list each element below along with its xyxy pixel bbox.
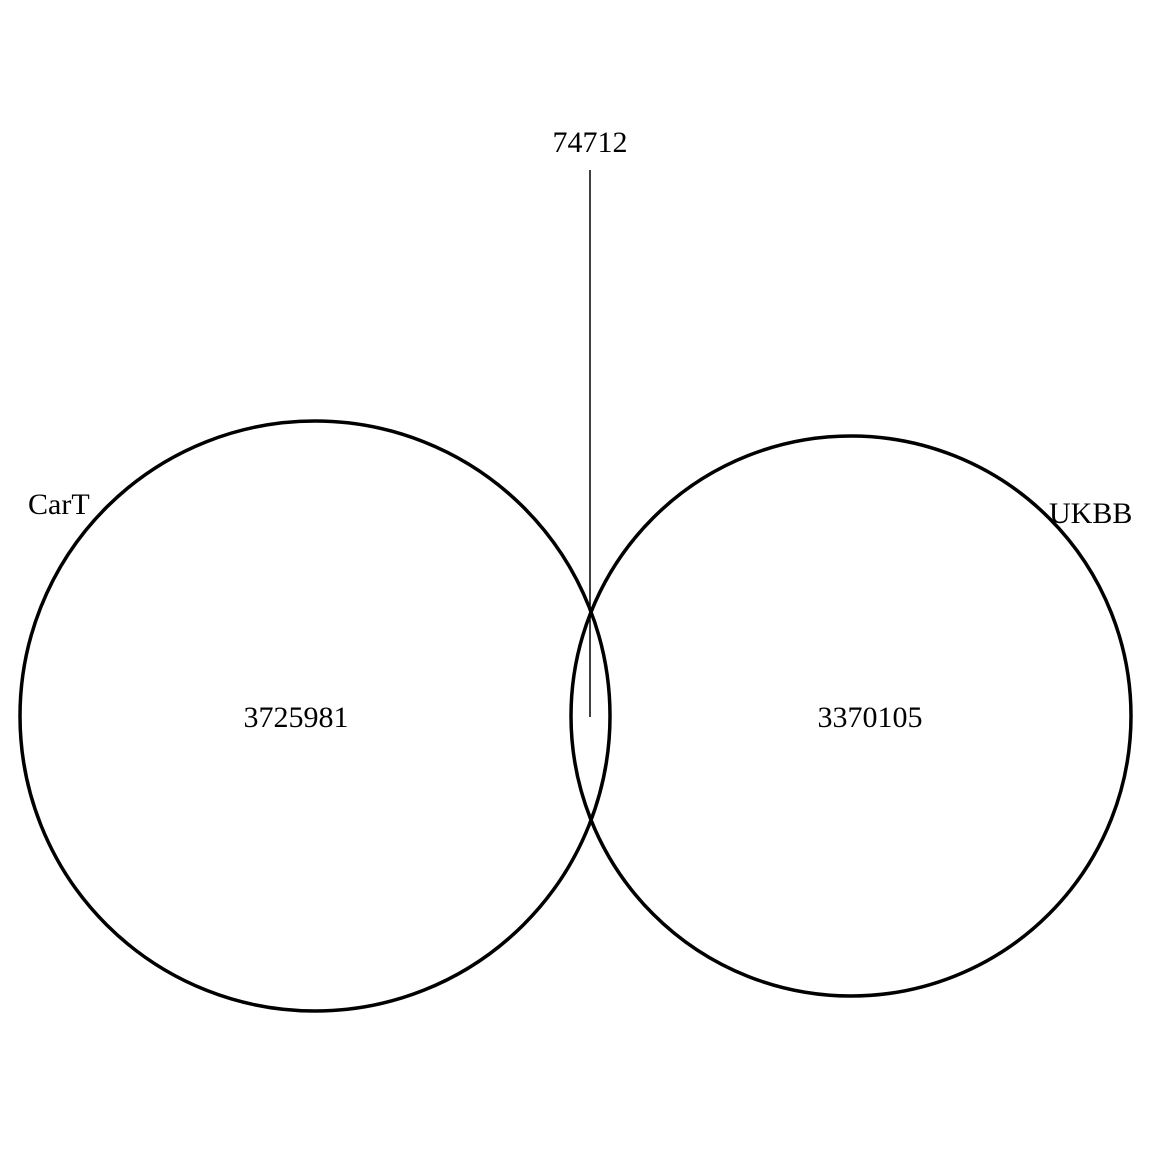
intersection-count: 74712 [553, 126, 628, 159]
set-circle-cart [18, 419, 612, 1013]
set-label-ukbb: UKBB [1049, 497, 1132, 530]
cart-only-count: 3725981 [244, 701, 349, 734]
set-circle-ukbb [569, 434, 1133, 998]
set-label-cart: CarT [28, 488, 90, 521]
ukbb-only-count: 3370105 [818, 701, 923, 734]
